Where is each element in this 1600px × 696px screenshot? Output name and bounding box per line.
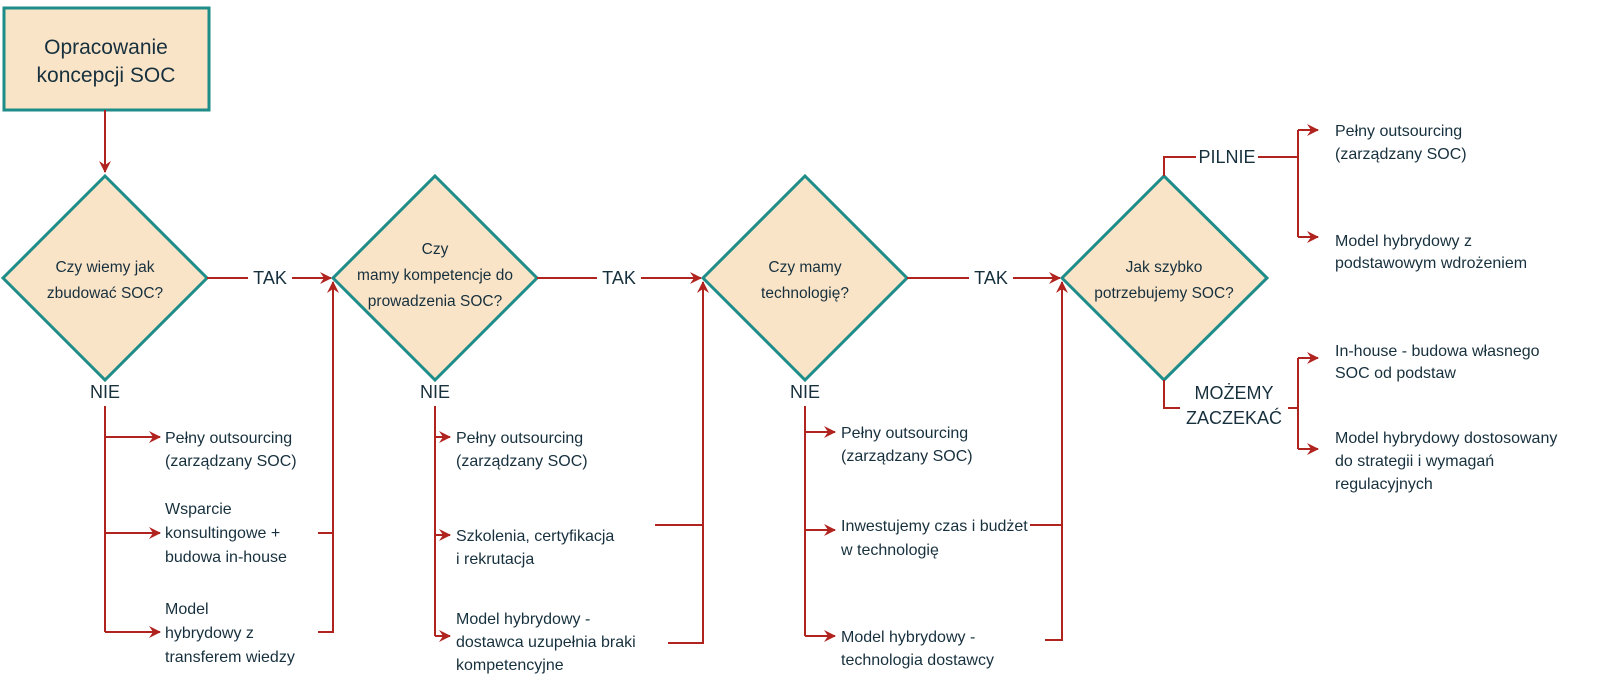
decision-text: technologię? xyxy=(761,285,849,302)
option-text: Model hybrydowy z xyxy=(1335,233,1472,250)
option-list-3: Pełny outsourcing (zarządzany SOC) Inwes… xyxy=(840,425,1028,669)
decision-technology: Czy mamy technologię? xyxy=(700,173,910,383)
svg-text:Opracowanie: Opracowanie xyxy=(44,36,168,59)
option-text: SOC od podstaw xyxy=(1335,365,1456,382)
start-label: Opracowanie xyxy=(44,36,168,59)
no-label: NIE xyxy=(90,382,120,402)
return-line xyxy=(655,282,703,644)
wait-label: ZACZEKAĆ xyxy=(1186,407,1282,428)
option-text: Wsparcie xyxy=(165,501,232,518)
decision-text: Czy xyxy=(422,241,449,258)
option-text: Model hybrydowy dostosowany xyxy=(1335,430,1557,447)
option-text: (zarządzany SOC) xyxy=(841,448,973,465)
no-label: NIE xyxy=(420,382,450,402)
decision-know-how: Czy wiemy jak zbudować SOC? xyxy=(0,173,210,383)
option-text: do strategii i wymagań xyxy=(1335,453,1494,470)
no-label: NIE xyxy=(790,382,820,402)
decision-competence: Czy mamy kompetencje do prowadzenia SOC? xyxy=(330,173,540,383)
option-text: Pełny outsourcing xyxy=(1335,123,1462,140)
yes-label: TAK xyxy=(602,268,636,288)
option-text: konsultingowe + xyxy=(165,525,280,542)
option-text: Pełny outsourcing xyxy=(456,430,583,447)
option-text: i rekrutacja xyxy=(456,551,534,568)
option-text: hybrydowy z xyxy=(165,625,254,642)
option-text: budowa in-house xyxy=(165,549,287,566)
decision-text: zbudować SOC? xyxy=(47,285,164,302)
option-text: In-house - budowa własnego xyxy=(1335,343,1540,360)
option-text: technologia dostawcy xyxy=(841,652,994,669)
decision-text: Jak szybko xyxy=(1126,259,1203,276)
option-list-2: Pełny outsourcing (zarządzany SOC) Szkol… xyxy=(456,430,636,674)
option-text: Inwestujemy czas i budżet xyxy=(841,518,1028,535)
yes-label: TAK xyxy=(253,268,287,288)
option-text: Model hybrydowy - xyxy=(841,629,975,646)
option-text: (zarządzany SOC) xyxy=(456,453,588,470)
start-box: Opracowanie koncepcji SOC xyxy=(2,6,211,112)
option-text: Szkolenia, certyfikacja xyxy=(456,528,614,545)
option-text: Model xyxy=(165,601,209,618)
option-text: Pełny outsourcing xyxy=(841,425,968,442)
option-text: transferem wiedzy xyxy=(165,649,295,666)
urgent-label: PILNIE xyxy=(1198,147,1255,167)
decision-text: prowadzenia SOC? xyxy=(368,293,503,310)
option-list-4: Pełny outsourcing (zarządzany SOC) Model… xyxy=(1335,123,1557,493)
option-text: Model hybrydowy - xyxy=(456,611,590,628)
decision-urgency: Jak szybko potrzebujemy SOC? xyxy=(1059,173,1270,383)
start-label: koncepcji SOC xyxy=(37,64,176,87)
wait-label: MOŻEMY xyxy=(1195,383,1274,403)
decision-text: potrzebujemy SOC? xyxy=(1094,285,1234,302)
return-line xyxy=(318,282,333,633)
option-text: regulacyjnych xyxy=(1335,476,1433,493)
decision-text: Czy mamy xyxy=(768,259,841,276)
option-text: w technologię xyxy=(840,542,939,559)
option-text: dostawca uzupełnia braki xyxy=(456,634,636,651)
option-text: Pełny outsourcing xyxy=(165,430,292,447)
option-text: (zarządzany SOC) xyxy=(165,453,297,470)
yes-label: TAK xyxy=(974,268,1008,288)
decision-text: Czy wiemy jak xyxy=(55,259,154,276)
option-text: podstawowym wdrożeniem xyxy=(1335,255,1527,272)
decision-text: mamy kompetencje do xyxy=(357,267,513,284)
svg-text:koncepcji SOC: koncepcji SOC xyxy=(37,64,176,87)
return-line xyxy=(1030,282,1062,641)
option-list-1: Pełny outsourcing (zarządzany SOC) Wspar… xyxy=(165,430,297,666)
option-text: (zarządzany SOC) xyxy=(1335,146,1467,163)
option-text: kompetencyjne xyxy=(456,657,564,674)
